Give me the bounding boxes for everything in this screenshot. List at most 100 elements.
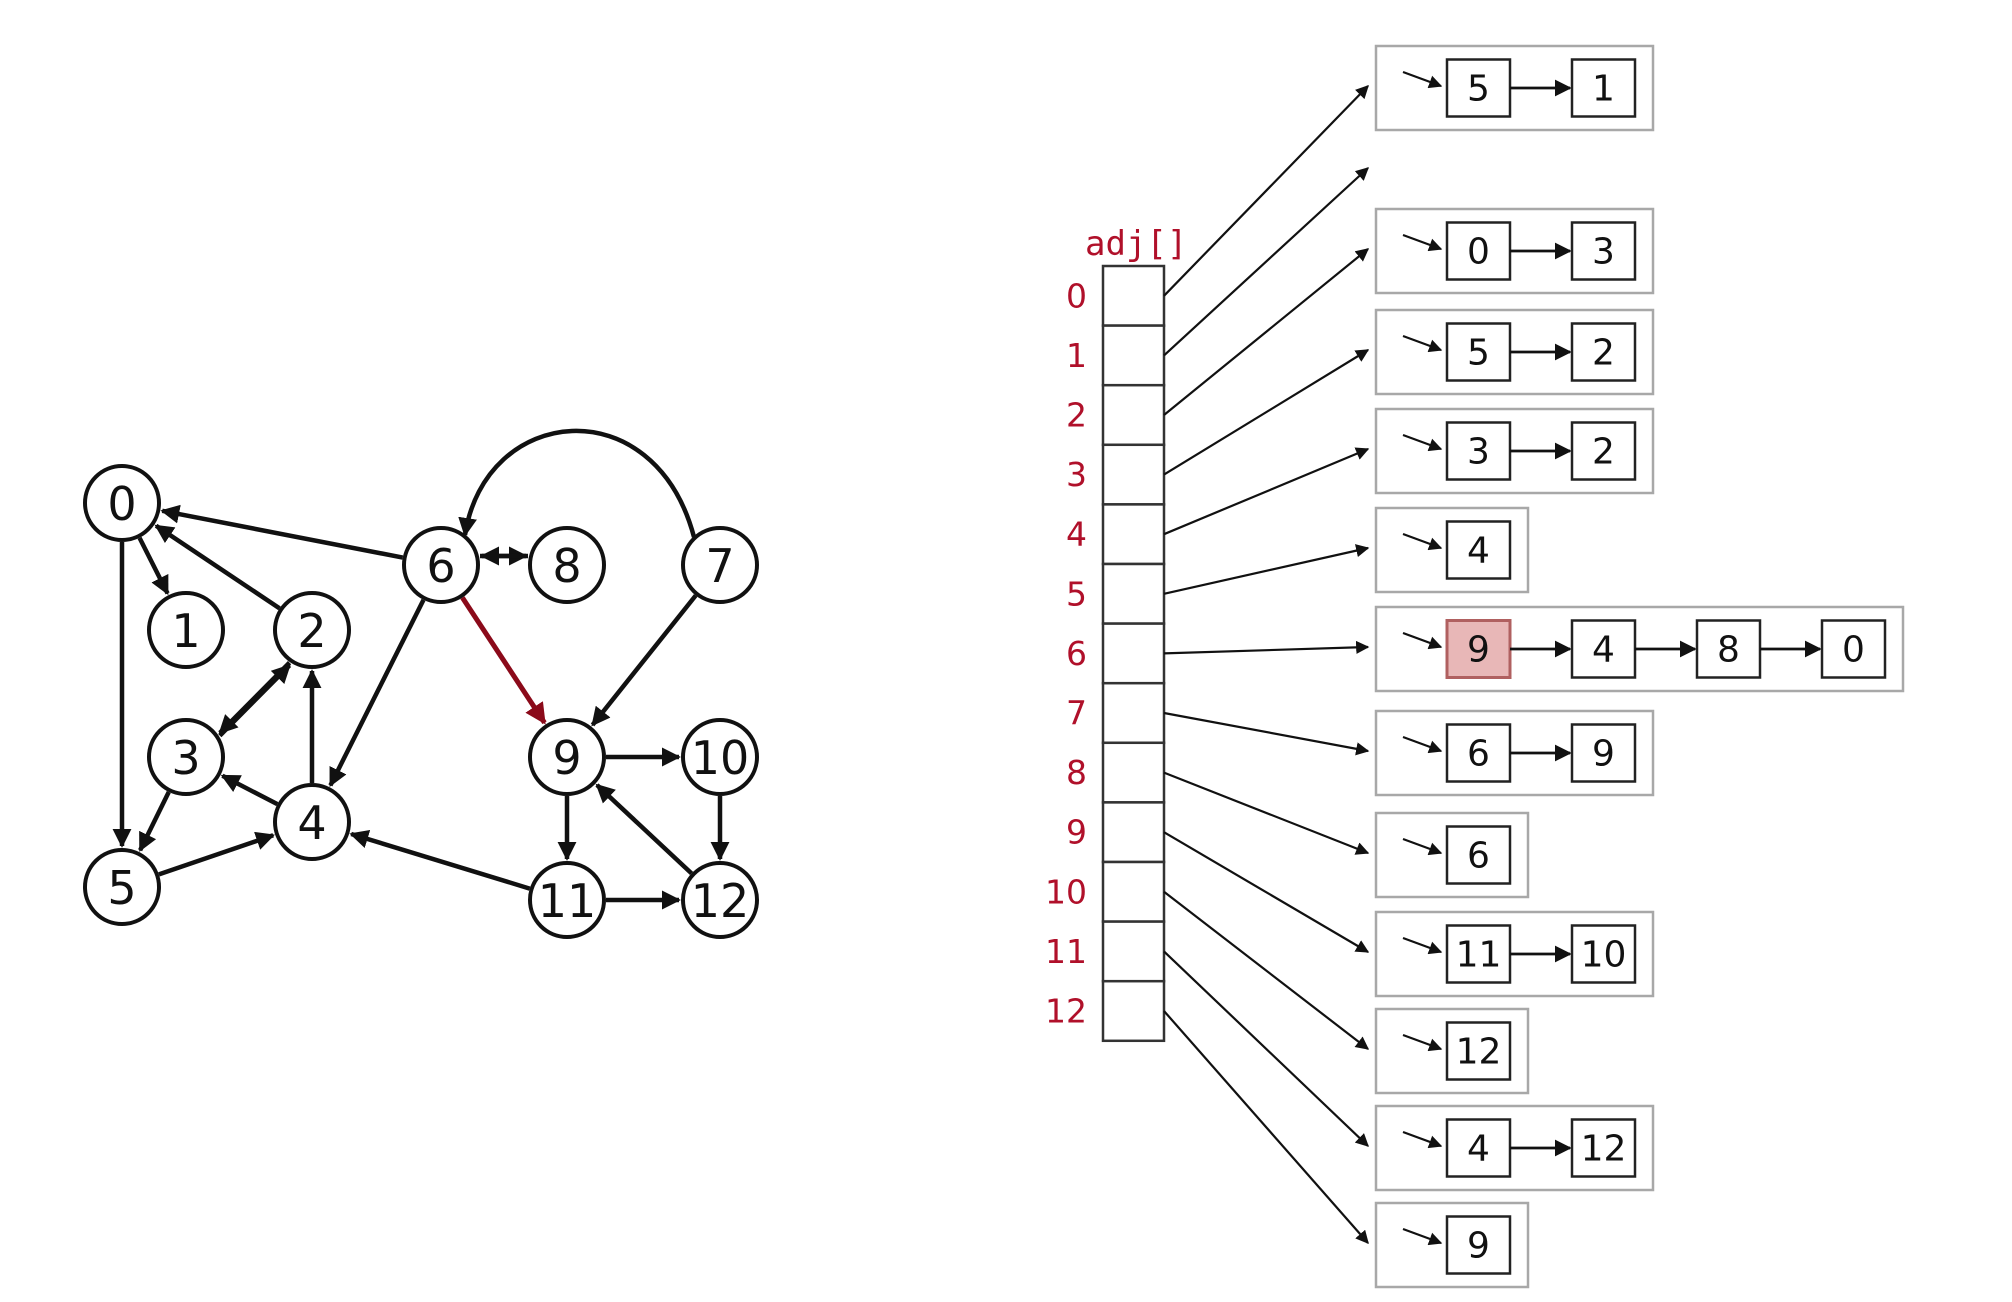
list-node — [1570, 1118, 1637, 1178]
list-node-value: 3 — [1592, 232, 1615, 273]
graph-node-11: 11 — [528, 861, 606, 939]
list-node-value: 2 — [1592, 432, 1615, 473]
graph-node-9: 9 — [528, 718, 606, 796]
adj-list-8: 6 — [1374, 811, 1530, 899]
adj-cell-6 — [1101, 622, 1166, 685]
list-node — [1445, 58, 1512, 118]
node-label: 12 — [691, 874, 750, 928]
list-node-value: 4 — [1467, 531, 1490, 572]
graph-edges — [112, 428, 730, 910]
adj-cell-10 — [1101, 860, 1166, 923]
adjacency-pointers — [1163, 85, 1370, 1244]
adj-index-label: 3 — [1066, 455, 1087, 494]
adj-cell-3 — [1101, 443, 1166, 506]
adj-array-label: adj[] — [1085, 224, 1187, 264]
graph-node-6: 6 — [402, 526, 480, 604]
list-node-value: 9 — [1467, 1226, 1490, 1267]
list-node-value: 0 — [1467, 232, 1490, 273]
node-label: 1 — [171, 604, 200, 658]
adj-index-label: 0 — [1066, 276, 1087, 315]
adj-list-10: 12 — [1374, 1007, 1530, 1095]
edge-0-to-1 — [137, 536, 170, 596]
node-circle — [681, 526, 759, 604]
head-pointer — [1402, 334, 1443, 353]
edge-5-to-4 — [158, 831, 275, 877]
head-pointer — [1402, 1033, 1443, 1052]
node-label: 2 — [297, 604, 326, 658]
list-node — [1445, 723, 1512, 783]
node-circle — [681, 861, 759, 939]
graph-node-3: 3 — [147, 718, 225, 796]
adj-cell-8 — [1101, 741, 1166, 804]
adj-cell-12 — [1101, 979, 1166, 1043]
adj-pointer-7 — [1163, 711, 1370, 756]
list-node-value: 9 — [1467, 630, 1490, 671]
adj-cell-9 — [1101, 801, 1166, 864]
node-label: 11 — [538, 874, 597, 928]
list-node-value: 6 — [1467, 836, 1490, 877]
edge-4-to-3 — [220, 773, 279, 807]
adj-index-label: 6 — [1066, 634, 1087, 673]
list-node — [1695, 619, 1762, 679]
list-node — [1445, 1215, 1512, 1275]
node-label: 7 — [705, 539, 734, 593]
head-pointer — [1402, 532, 1443, 551]
adj-index-label: 11 — [1045, 932, 1087, 971]
adj-cell-4 — [1101, 503, 1166, 566]
list-node — [1570, 221, 1637, 281]
list-node — [1570, 421, 1637, 481]
adj-cell-2 — [1101, 383, 1166, 447]
node-circle — [273, 591, 351, 669]
head-pointer — [1402, 70, 1443, 89]
list-node-value: 12 — [1581, 1129, 1627, 1170]
list-node-value: 11 — [1456, 935, 1502, 976]
edge-6-to-4 — [328, 598, 426, 788]
node-circle — [528, 526, 606, 604]
adj-pointer-1 — [1163, 167, 1369, 357]
list-node-value: 12 — [1456, 1032, 1502, 1073]
node-circle — [147, 591, 225, 669]
adj-index-label: 1 — [1066, 336, 1087, 375]
head-pointer — [1402, 1227, 1443, 1246]
node-label: 0 — [107, 477, 136, 531]
list-node-value: 4 — [1467, 1129, 1490, 1170]
list-node — [1445, 825, 1512, 885]
adj-index-label: 4 — [1066, 515, 1087, 554]
list-node-value: 0 — [1842, 630, 1865, 671]
adj-pointer-8 — [1163, 771, 1370, 855]
list-node-value: 2 — [1592, 333, 1615, 374]
adj-list-12: 9 — [1374, 1201, 1530, 1289]
adj-pointer-9 — [1163, 831, 1370, 953]
head-pointer — [1402, 233, 1443, 252]
node-circle — [83, 464, 161, 542]
list-node-value: 1 — [1592, 69, 1615, 110]
adj-index-label: 2 — [1066, 396, 1087, 435]
adj-pointer-5 — [1163, 544, 1370, 595]
adj-list-9: 11 10 — [1374, 910, 1655, 998]
head-pointer — [1402, 433, 1443, 452]
adj-index-label: 12 — [1045, 992, 1087, 1031]
list-node-value: 10 — [1581, 935, 1627, 976]
list-node — [1445, 520, 1512, 580]
adj-index-label: 7 — [1066, 694, 1087, 733]
node-label: 9 — [552, 731, 581, 785]
list-node — [1445, 322, 1512, 382]
list-node — [1445, 421, 1512, 481]
edge-12-to-9 — [595, 783, 694, 876]
list-node-value: 5 — [1467, 333, 1490, 374]
list-node-value: 8 — [1717, 630, 1740, 671]
adj-pointer-6 — [1163, 640, 1370, 655]
node-label: 5 — [107, 861, 136, 915]
adj-pointer-2 — [1163, 248, 1370, 416]
graph-node-1: 1 — [147, 591, 225, 669]
node-circle — [273, 783, 351, 861]
list-node-value: 3 — [1467, 432, 1490, 473]
graph-node-4: 4 — [273, 783, 351, 861]
